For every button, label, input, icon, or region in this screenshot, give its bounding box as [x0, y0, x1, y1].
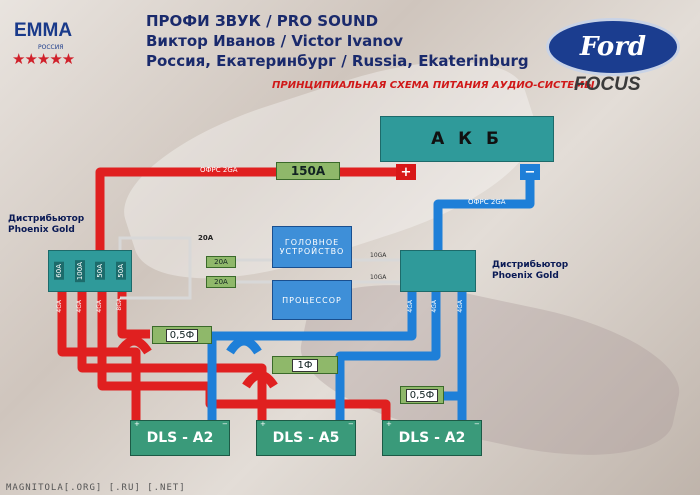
small-fuse: 20A — [206, 256, 236, 268]
positive-wires — [57, 167, 404, 420]
amplifier: DLS - A2 — [130, 420, 230, 456]
signal-wires — [118, 236, 400, 300]
left-distributor: 60A 100A 50A 50A — [48, 250, 132, 292]
cap-positive-wire — [117, 290, 150, 339]
amp2-negative-wire — [335, 290, 441, 420]
main-negative-wire — [433, 180, 535, 252]
emma-logo-text: EMMA — [14, 20, 73, 41]
battery-minus-terminal: − — [520, 164, 540, 180]
plus-icon: + — [386, 420, 392, 428]
processor: ПРОЦЕССОР — [272, 280, 352, 320]
amplifier: DLS - A2 — [382, 420, 482, 456]
wire-8ga-label: 8GA — [116, 298, 123, 311]
amp1-negative-wire — [207, 290, 417, 420]
fuse-group-label: 20A — [198, 234, 214, 242]
wire-10ga-label: 10GA — [370, 252, 387, 259]
wire-4ga-label: 4GA — [76, 300, 83, 313]
header-line-2: Виктор Иванов / Victor Ivanov — [146, 32, 404, 50]
battery-plus-terminal: + — [396, 164, 416, 180]
head-unit-label-2: УСТРОЙСТВО — [279, 247, 345, 256]
ford-logo: Ford — [546, 18, 680, 76]
capacitor: 0,5Ф — [400, 386, 444, 404]
minus-icon: − — [222, 420, 228, 428]
wire-4ga-label: 4GA — [56, 300, 63, 313]
diagram-subtitle: ПРИНЦИПИАЛЬНАЯ СХЕМА ПИТАНИЯ АУДИО-СИСТЕ… — [272, 80, 595, 91]
header-line-1: ПРОФИ ЗВУК / PRO SOUND — [146, 12, 379, 30]
battery-label: А К Б — [431, 129, 503, 149]
wire-4ga-label: 4GA — [431, 300, 438, 313]
right-distributor — [400, 250, 476, 292]
amplifier: DLS - A5 — [256, 420, 356, 456]
footer-watermark: MAGNITOLA[.ORG] [.RU] [.NET] — [6, 483, 186, 493]
amp2-positive-wire — [77, 290, 267, 420]
capacitor: 0,5Ф — [152, 326, 212, 344]
dist-fuse: 60A — [54, 262, 65, 280]
minus-icon: − — [348, 420, 354, 428]
emma-stars-icon: ★★★★★ — [12, 50, 75, 68]
emma-logo-subtext: РОССИЯ — [38, 44, 64, 51]
crossover-loops — [116, 336, 278, 389]
dist-fuse: 50A — [95, 262, 106, 280]
header-line-3: Россия, Екатеринбург / Russia, Ekaterinb… — [146, 52, 529, 70]
fuse-feed-wire — [118, 236, 192, 300]
plus-icon: + — [134, 420, 140, 428]
top-wire-label: ОФРС 2GA — [200, 166, 238, 174]
plus-icon: + — [260, 420, 266, 428]
head-unit-label-1: ГОЛОВНОЕ — [284, 238, 340, 247]
wire-10ga-label: 10GA — [370, 274, 387, 281]
main-fuse-label: 150A — [290, 164, 326, 178]
dist-fuse: 100A — [74, 259, 85, 283]
main-fuse: 150A — [276, 162, 340, 180]
minus-icon: − — [474, 420, 480, 428]
minus-icon: − — [524, 164, 536, 180]
processor-label: ПРОЦЕССОР — [282, 295, 342, 305]
head-unit: ГОЛОВНОЕ УСТРОЙСТВО — [272, 226, 352, 268]
small-fuse: 20A — [206, 276, 236, 288]
right-wire-label: ОФРС 2GA — [468, 198, 506, 206]
emma-logo: EMMA РОССИЯ ★★★★★ — [12, 14, 100, 68]
capacitor: 1Ф — [272, 356, 338, 374]
plus-icon: + — [400, 164, 412, 180]
wire-4ga-label: 4GA — [407, 300, 414, 313]
battery: А К Б — [380, 116, 554, 162]
negative-wires — [207, 180, 535, 420]
main-positive-wire — [95, 167, 404, 252]
focus-logo: FOCUS — [574, 74, 641, 95]
ford-logo-text: Ford — [579, 32, 647, 62]
wire-4ga-label: 4GA — [457, 300, 464, 313]
wire-4ga-label: 4GA — [96, 300, 103, 313]
dist-fuse: 50A — [115, 262, 126, 280]
